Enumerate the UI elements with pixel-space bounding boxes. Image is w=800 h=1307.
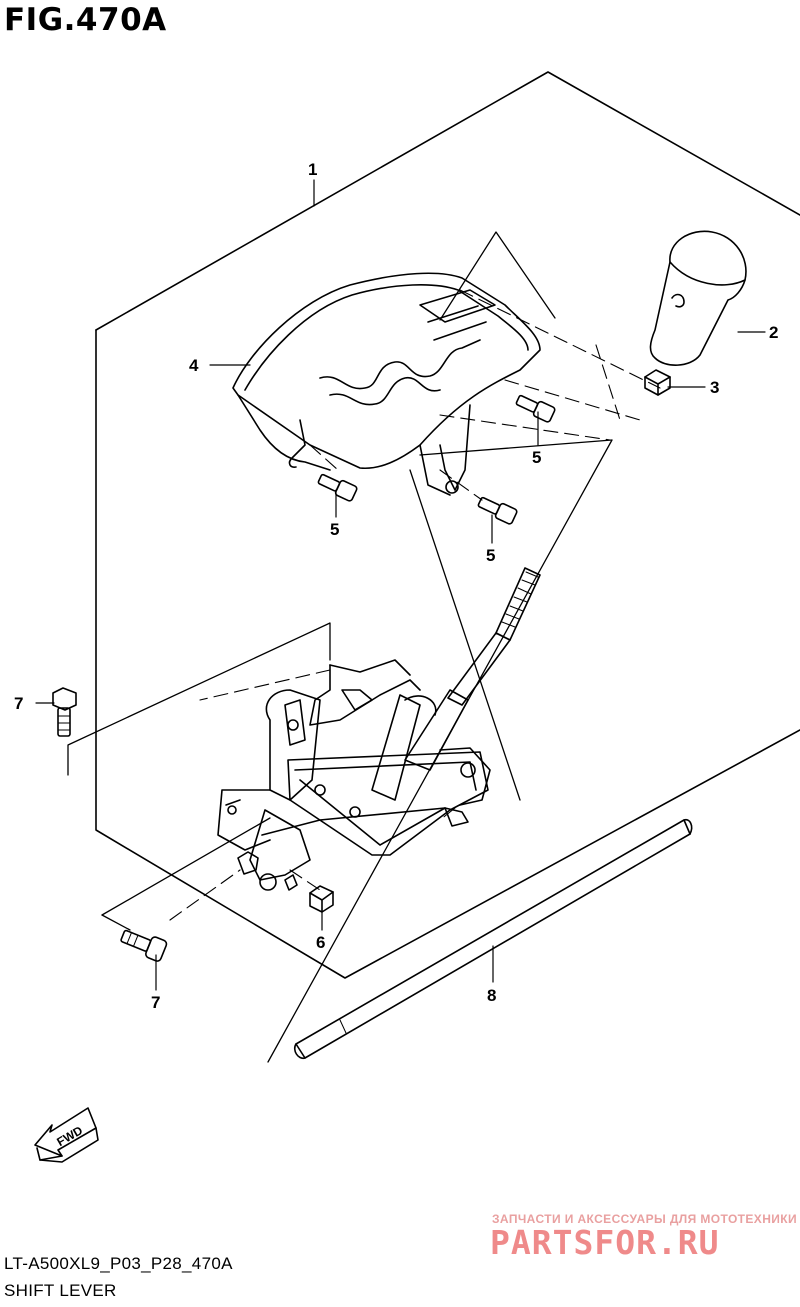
shift-cover: [232, 272, 541, 496]
shift-rod: [293, 818, 693, 1060]
callout-6: 6: [316, 933, 325, 952]
callout-3: 3: [710, 378, 719, 397]
diagram-name: SHIFT LEVER: [4, 1281, 117, 1300]
lever-nut: [309, 885, 334, 913]
callout-4: 4: [189, 356, 199, 375]
shift-knob: [649, 230, 747, 366]
knob-nut: [644, 369, 671, 396]
figure-title: FIG.470A: [4, 2, 167, 38]
callout-leaders: [35, 179, 766, 991]
cover-bolt: [317, 473, 358, 502]
callout-5-right: 5: [532, 448, 541, 467]
assembly-outline-lower: [95, 329, 800, 979]
mount-bolt-upper: [52, 687, 77, 737]
bolt-group-outline: [101, 817, 271, 916]
diagram-code: LT-A500XL9_P03_P28_470A: [4, 1254, 233, 1273]
callout-2: 2: [769, 323, 778, 342]
cover-side-guide: [409, 469, 521, 801]
callout-7-lower: 7: [151, 993, 160, 1012]
callout-numbers: 1 4 2 3 5 5 5 7 6 7 8: [14, 160, 778, 1012]
callout-1: 1: [308, 160, 317, 179]
cover-bolt: [477, 496, 518, 525]
callout-7-upper: 7: [14, 694, 23, 713]
callout-8: 8: [487, 986, 496, 1005]
assembly-outline: [95, 71, 800, 331]
fwd-arrow-icon: [34, 1107, 99, 1163]
cover-bolt: [515, 394, 556, 423]
callout-5-center: 5: [486, 546, 495, 565]
lever-group-outline: [67, 622, 331, 776]
shift-lever-mechanism: [217, 567, 541, 891]
watermark-tagline: ЗАПЧАСТИ И АКСЕССУАРЫ ДЛЯ МОТОТЕХНИКИ: [492, 1212, 798, 1226]
callout-5-left: 5: [330, 520, 339, 539]
bolt-group-outline-2: [101, 914, 131, 931]
mount-bolt-lower: [120, 929, 168, 962]
watermark-logo: PARTSFOR.RU: [490, 1223, 720, 1262]
